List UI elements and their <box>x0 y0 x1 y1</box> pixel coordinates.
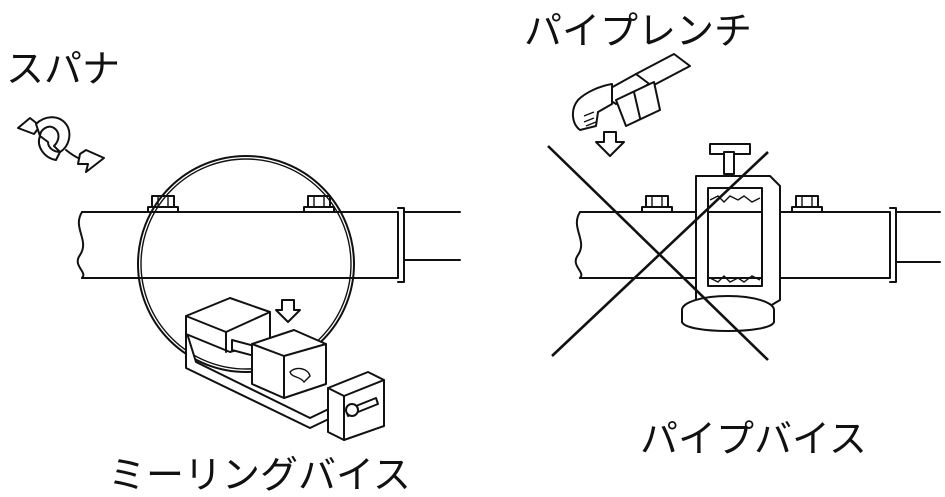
pipe-wrench-icon <box>572 53 691 131</box>
pipe-wrench-label: パイプレンチ <box>524 9 753 53</box>
pipe-vise-label: パイプバイス <box>640 417 867 461</box>
right-bolt-1 <box>641 195 673 213</box>
mealing-vise-label: ミーリングバイス <box>108 453 411 497</box>
prohibition-cross <box>547 145 769 361</box>
rotation-arrow-icon <box>65 149 105 173</box>
magnifier-circle <box>137 155 355 373</box>
left-pipe <box>76 207 461 283</box>
magnifier-circle-inner <box>140 158 352 370</box>
right-bolt-2 <box>791 195 823 213</box>
left-bolt-2 <box>303 195 335 213</box>
milling-vise <box>185 297 385 441</box>
left-bolt-1 <box>147 195 179 213</box>
down-arrow-icon <box>275 299 301 323</box>
pipe-vise <box>681 143 781 332</box>
wrench-down-arrow-icon <box>595 131 625 157</box>
spanner-icon <box>17 116 71 161</box>
spanner-label: スパナ <box>6 47 121 91</box>
